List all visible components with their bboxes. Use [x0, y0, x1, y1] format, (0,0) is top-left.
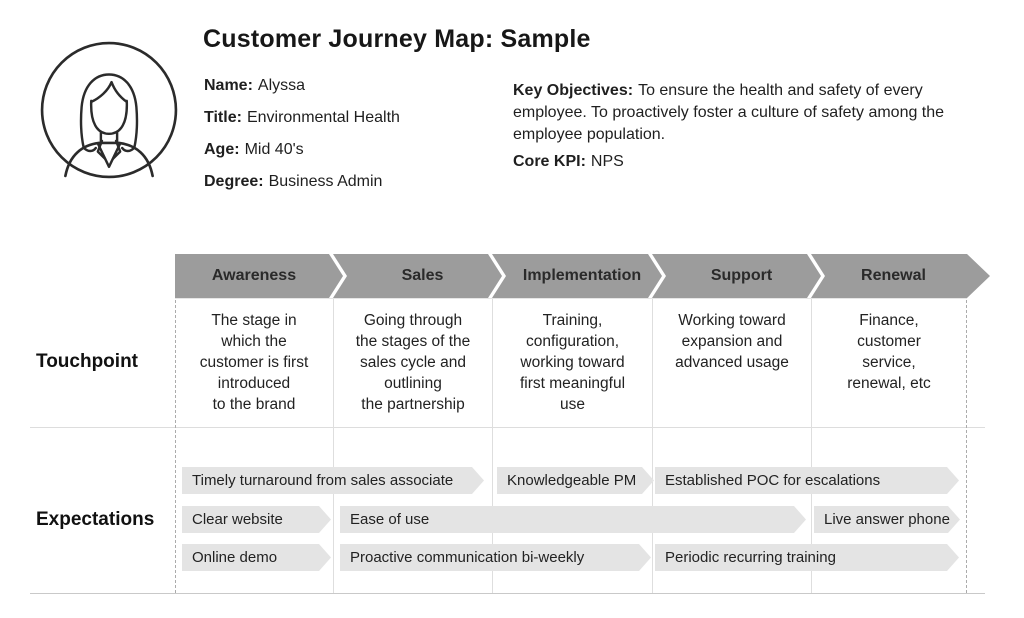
female-persona-icon: [40, 41, 178, 179]
persona-age-value: Mid 40's: [244, 141, 304, 158]
column-divider: [811, 299, 812, 593]
stage-sales: Sales: [333, 254, 502, 298]
page-title: Customer Journey Map: Sample: [203, 25, 591, 53]
expectations-row-label: Expectations: [36, 509, 155, 530]
column-divider: [492, 299, 493, 593]
touchpoint-sales: Going through the stages of the sales cy…: [355, 312, 471, 413]
touchpoint-implementation: Training, configuration, working toward …: [519, 312, 626, 413]
row-divider: [30, 427, 985, 428]
expectation-pill: Clear website: [182, 506, 331, 533]
core-kpi-label: Core KPI:: [513, 153, 586, 170]
key-objectives: Key Objectives:To ensure the health and …: [513, 80, 961, 146]
persona-degree-value: Business Admin: [268, 173, 383, 190]
expectation-pill: Periodic recurring training: [655, 544, 959, 571]
touchpoint-row-label: Touchpoint: [36, 351, 139, 372]
persona-age-label: Age:: [204, 141, 240, 158]
core-kpi: Core KPI:NPS: [513, 153, 624, 171]
persona-title-value: Environmental Health: [246, 109, 400, 126]
persona-name-value: Alyssa: [257, 77, 306, 94]
left-dashed-boundary: [175, 300, 176, 593]
stage-support: Support: [652, 254, 821, 298]
expectation-pill: Online demo: [182, 544, 331, 571]
expectation-pill: Timely turnaround from sales associate: [182, 467, 484, 494]
stage-implementation: Implementation: [492, 254, 662, 298]
stage-renewal: Renewal: [811, 254, 990, 298]
touchpoint-awareness: The stage in which the customer is first…: [199, 312, 309, 413]
persona-fields: Name:Alyssa Title:Environmental Health A…: [204, 78, 400, 206]
persona-degree: Degree:Business Admin: [204, 174, 400, 190]
column-divider: [333, 299, 334, 593]
right-dashed-boundary: [966, 300, 967, 593]
expectation-pill: Knowledgeable PM: [497, 467, 654, 494]
touchpoint-support: Working toward expansion and advanced us…: [675, 312, 789, 371]
persona-avatar: [38, 33, 180, 187]
persona-title-label: Title:: [204, 109, 242, 126]
persona-name: Name:Alyssa: [204, 78, 400, 94]
column-divider: [652, 299, 653, 593]
table-top-border: [175, 298, 967, 299]
persona-age: Age:Mid 40's: [204, 142, 400, 158]
key-objectives-text: To ensure the health and safety of every…: [513, 82, 945, 143]
expectation-pill: Proactive communication bi-weekly: [340, 544, 651, 571]
key-objectives-label: Key Objectives:: [513, 82, 634, 99]
stage-awareness: Awareness: [175, 254, 343, 298]
core-kpi-value: NPS: [590, 153, 624, 170]
expectation-pill: Established POC for escalations: [655, 467, 959, 494]
persona-title: Title:Environmental Health: [204, 110, 400, 126]
expectation-pill: Live answer phone: [814, 506, 960, 533]
persona-degree-label: Degree:: [204, 173, 264, 190]
expectation-pill: Ease of use: [340, 506, 806, 533]
persona-name-label: Name:: [204, 77, 253, 94]
touchpoint-renewal: Finance, customer service, renewal, etc: [847, 312, 931, 392]
table-bottom-border: [30, 593, 985, 594]
